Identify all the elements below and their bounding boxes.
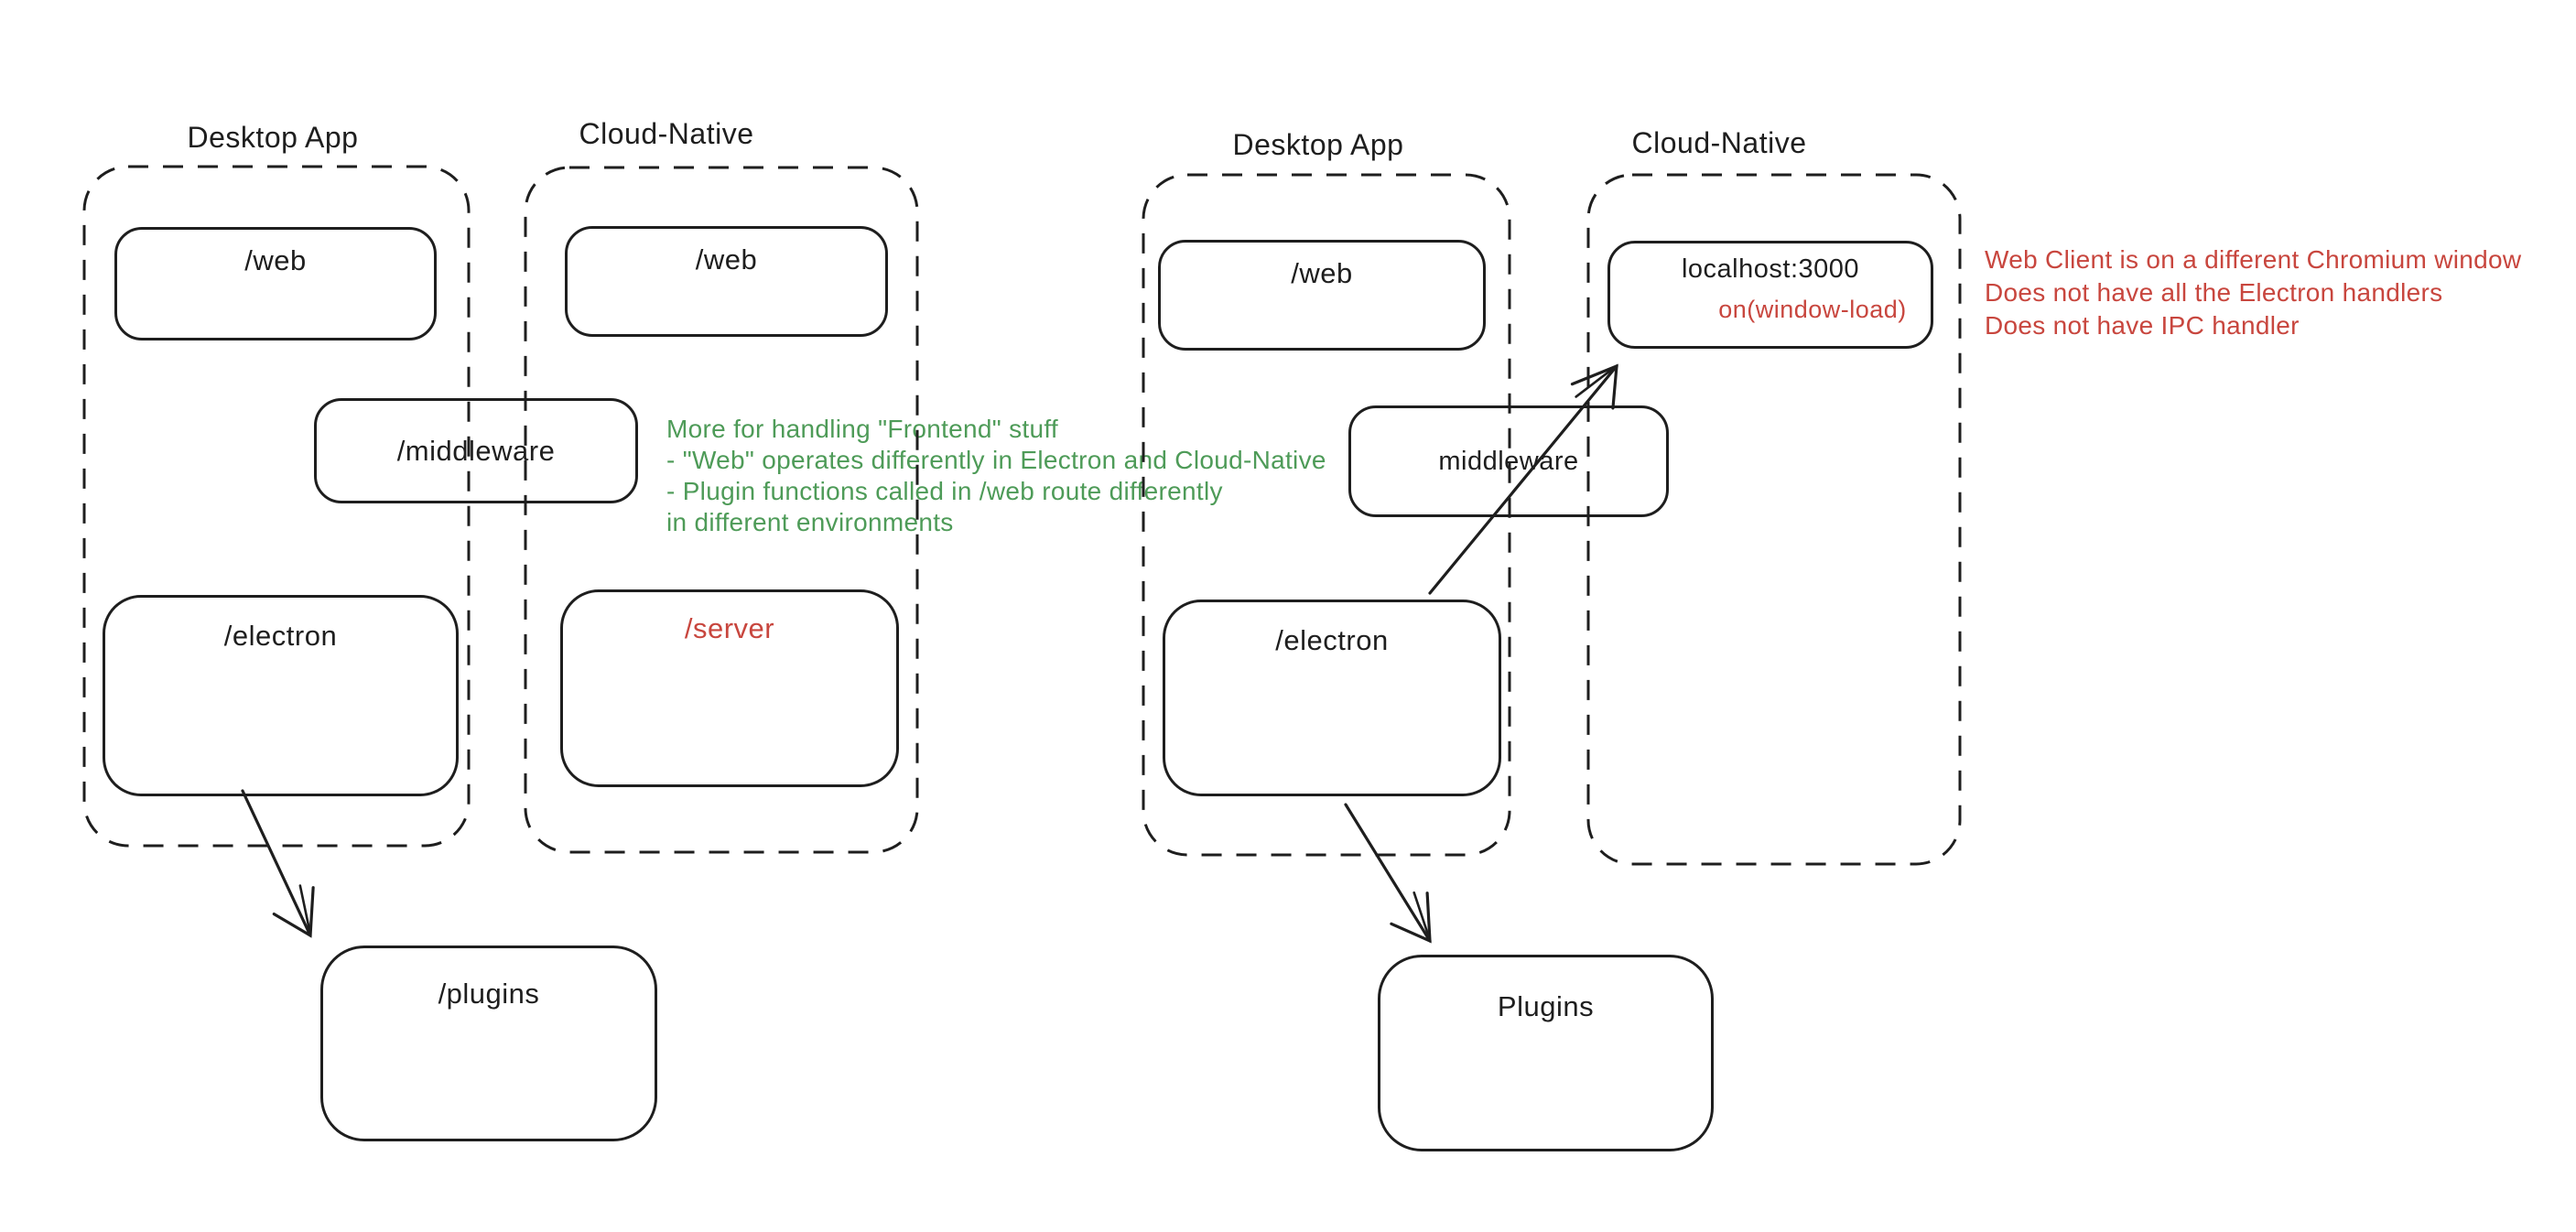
left-web-desktop-label: /web	[244, 244, 307, 276]
right-localhost-box[interactable]: localhost:3000 on(window-load)	[1607, 241, 1933, 349]
right-desktop-app-frame[interactable]	[1142, 173, 1511, 857]
left-plugins-label: /plugins	[438, 978, 540, 1010]
red-note-line-3: Does not have IPC handler	[1985, 311, 2300, 340]
left-plugins-box[interactable]: /plugins	[320, 946, 657, 1141]
arrow-right-electron-to-plugins[interactable]	[1344, 803, 1432, 944]
left-web-cloud-box[interactable]: /web	[565, 226, 888, 337]
right-web-label: /web	[1291, 257, 1353, 289]
left-desktop-app-frame[interactable]	[82, 165, 471, 848]
right-cloud-native-label[interactable]: Cloud-Native	[1631, 126, 1807, 159]
left-electron-label: /electron	[223, 620, 338, 652]
right-cloud-native-frame[interactable]	[1586, 173, 1962, 866]
right-desktop-app-label[interactable]: Desktop App	[1232, 128, 1404, 161]
arrow-left-electron-to-plugins[interactable]	[241, 789, 315, 938]
right-localhost-label: localhost:3000	[1681, 254, 1860, 284]
right-localhost-sub-label: on(window-load)	[1718, 296, 1907, 323]
left-middleware-label: /middleware	[396, 434, 556, 467]
right-web-box[interactable]: /web	[1158, 240, 1486, 351]
green-note[interactable]: More for handling "Frontend" stuff - "We…	[666, 414, 1326, 538]
red-note[interactable]: Web Client is on a different Chromium wi…	[1985, 243, 2521, 342]
left-cloud-native-label[interactable]: Cloud-Native	[579, 117, 754, 150]
left-server-box[interactable]: /server	[560, 589, 899, 787]
right-electron-box[interactable]: /electron	[1163, 600, 1501, 796]
left-middleware-box[interactable]: /middleware	[314, 398, 638, 503]
right-plugins-box[interactable]: Plugins	[1378, 955, 1714, 1151]
right-electron-label: /electron	[1275, 624, 1389, 656]
green-note-line-3: - Plugin functions called in /web route …	[666, 477, 1223, 505]
left-cloud-native-frame[interactable]	[524, 166, 919, 854]
green-note-line-4: in different environments	[666, 508, 954, 536]
green-note-line-2: - "Web" operates differently in Electron…	[666, 446, 1326, 474]
left-electron-box[interactable]: /electron	[103, 595, 459, 796]
left-web-desktop-box[interactable]: /web	[114, 227, 437, 340]
left-desktop-app-label[interactable]: Desktop App	[187, 121, 359, 154]
left-web-cloud-label: /web	[695, 243, 758, 276]
arrow-right-electron-to-localhost[interactable]	[1428, 363, 1618, 595]
red-note-line-1: Web Client is on a different Chromium wi…	[1985, 245, 2522, 274]
right-plugins-label: Plugins	[1497, 990, 1595, 1022]
green-note-line-1: More for handling "Frontend" stuff	[666, 415, 1059, 443]
red-note-line-2: Does not have all the Electron handlers	[1985, 278, 2443, 307]
left-server-label: /server	[684, 612, 775, 644]
